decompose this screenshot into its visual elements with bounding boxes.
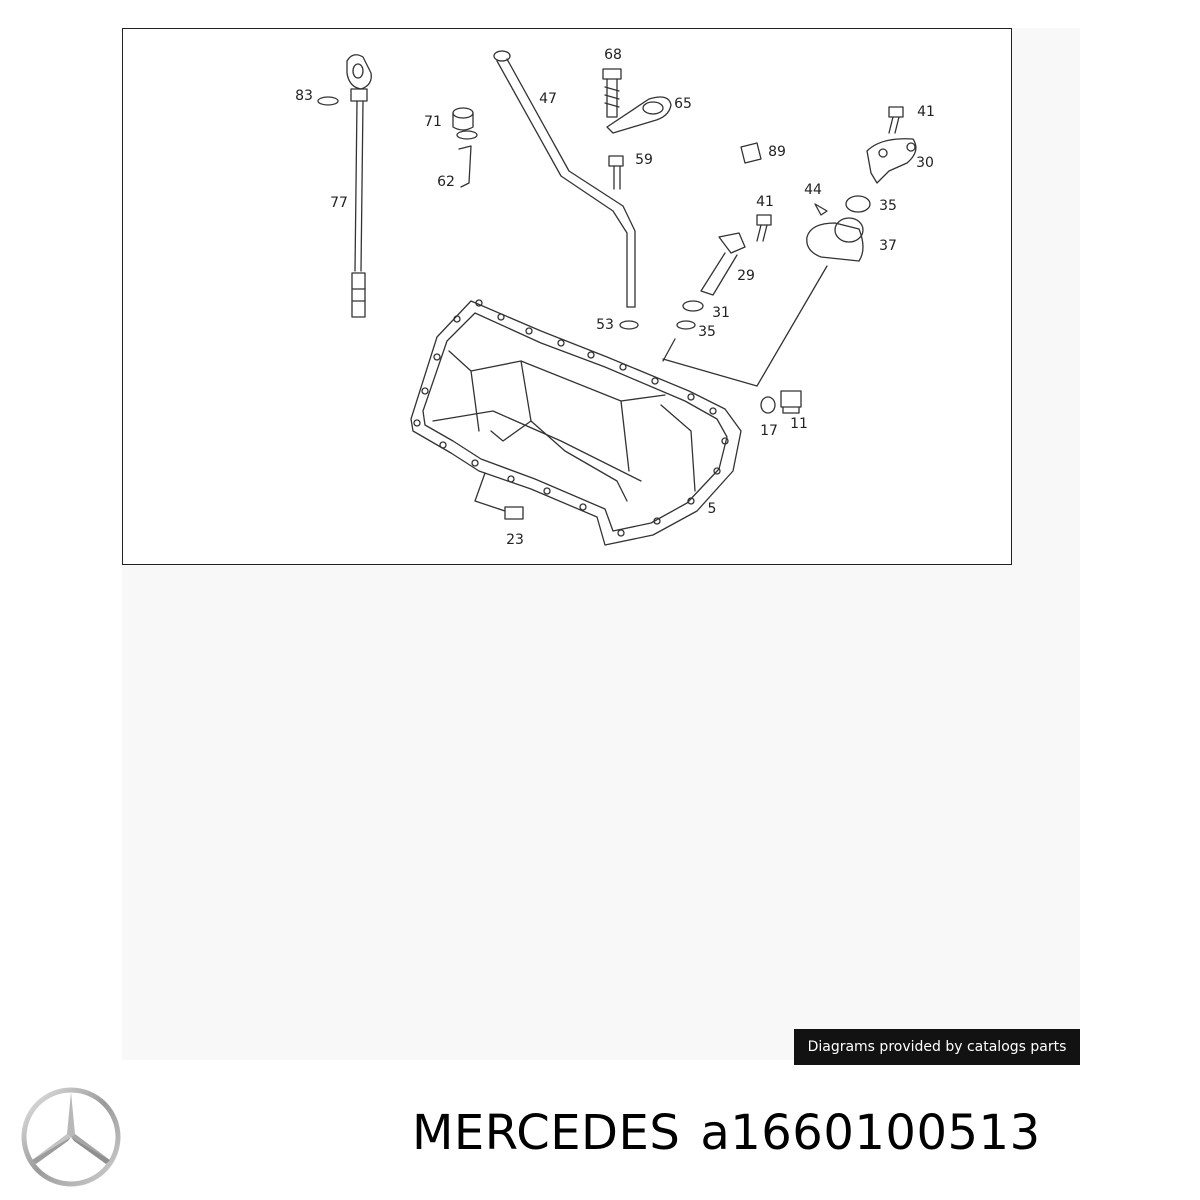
part-label: 65 bbox=[674, 96, 692, 112]
bolt-59 bbox=[608, 155, 624, 190]
clip-62 bbox=[458, 145, 472, 188]
part-caption: MERCEDES a1660100513 bbox=[412, 1105, 1061, 1161]
seal-35-lower bbox=[676, 320, 696, 330]
bolt-41-mid bbox=[756, 214, 772, 242]
tube-29 bbox=[700, 232, 746, 296]
part-label: 23 bbox=[506, 532, 524, 548]
sensor-30 bbox=[866, 138, 917, 184]
part-label: 62 bbox=[437, 174, 455, 190]
o-ring-83 bbox=[317, 96, 339, 106]
seal-31 bbox=[682, 300, 704, 312]
part-label: 5 bbox=[708, 501, 717, 517]
part-label: 44 bbox=[804, 182, 822, 198]
washer-17 bbox=[760, 396, 776, 414]
dipstick-part bbox=[346, 54, 372, 318]
part-label: 30 bbox=[916, 155, 934, 171]
part-label: 83 bbox=[295, 88, 313, 104]
bolt-44 bbox=[814, 203, 828, 216]
drain-plug-11 bbox=[780, 390, 802, 414]
part-label: 68 bbox=[604, 47, 622, 63]
brand-name: MERCEDES bbox=[412, 1105, 681, 1161]
part-label: 31 bbox=[712, 305, 730, 321]
part-label: 37 bbox=[879, 238, 897, 254]
seal-35-upper bbox=[845, 195, 871, 213]
part-label: 35 bbox=[698, 324, 716, 340]
part-label: 71 bbox=[424, 114, 442, 130]
exploded-view-drawing: 83 77 71 62 47 68 65 59 89 41 30 44 35 41 37 29 31 53 35 17… bbox=[295, 47, 935, 548]
bolt-23 bbox=[474, 472, 524, 520]
part-labels: 83 77 71 62 47 68 65 59 89 41 30 44 35 41 37 29 31 53 35 17… bbox=[295, 47, 935, 548]
part-label: 17 bbox=[760, 423, 778, 439]
credit-badge: Diagrams provided by catalogs parts bbox=[794, 1029, 1080, 1065]
adapter-37 bbox=[806, 217, 864, 262]
guide-tube-part bbox=[493, 50, 636, 308]
part-number: a1660100513 bbox=[700, 1105, 1041, 1161]
part-label: 35 bbox=[879, 198, 897, 214]
parts-diagram: 83 77 71 62 47 68 65 59 89 41 30 44 35 41 37 29 31 53 35 17… bbox=[122, 28, 1012, 565]
part-label: 41 bbox=[756, 194, 774, 210]
part-label: 53 bbox=[596, 317, 614, 333]
part-label: 41 bbox=[917, 104, 935, 120]
bolt-68 bbox=[602, 68, 622, 118]
part-label: 89 bbox=[768, 144, 786, 160]
part-label: 47 bbox=[539, 91, 557, 107]
mercedes-star-logo bbox=[21, 1087, 121, 1187]
seal-53 bbox=[619, 320, 639, 330]
oil-pan-5 bbox=[410, 299, 742, 546]
part-label: 11 bbox=[790, 416, 808, 432]
part-label: 59 bbox=[635, 152, 653, 168]
clip-89 bbox=[740, 142, 762, 164]
grommet-71 bbox=[452, 107, 478, 140]
bolt-41-upper bbox=[888, 106, 904, 134]
part-label: 77 bbox=[330, 195, 348, 211]
leader-lines bbox=[662, 265, 828, 387]
part-label: 29 bbox=[737, 268, 755, 284]
bracket-65 bbox=[606, 96, 672, 134]
